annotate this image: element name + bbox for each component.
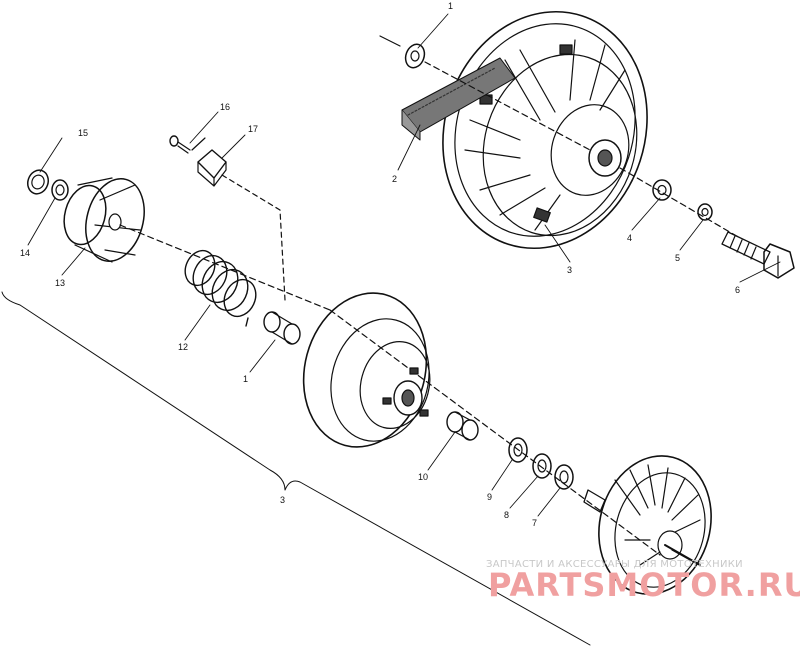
leader-lines xyxy=(27,13,781,517)
bushing-part-1 xyxy=(263,311,301,345)
callout-3: 3 xyxy=(567,265,572,275)
snap-ring-part-15 xyxy=(26,169,50,195)
assembly-bracket xyxy=(1,291,591,646)
axis-line-main xyxy=(329,309,661,556)
spring-part-12 xyxy=(184,249,257,327)
callout-1: 1 xyxy=(448,1,453,11)
washer-part-9 xyxy=(508,437,528,463)
callout-10: 10 xyxy=(418,472,428,482)
watermark-tagline: ЗАПЧАСТИ И АКСЕССУАРЫ ДЛЯ МОТОТЕХНИКИ xyxy=(486,559,743,570)
callout-16: 16 xyxy=(220,102,230,112)
watermark: ЗАПЧАСТИ И АКСЕССУАРЫ ДЛЯ МОТОТЕХНИКИ PA… xyxy=(486,559,800,604)
callout-1-lower: 1 xyxy=(243,374,248,384)
callout-13: 13 xyxy=(55,278,65,288)
button-part-17 xyxy=(197,149,227,187)
axis-line-bolt xyxy=(619,167,741,239)
washer-part-8 xyxy=(532,453,552,479)
washer-part-14 xyxy=(51,179,69,201)
callout-6: 6 xyxy=(735,285,740,295)
drive-belt-part-2 xyxy=(401,57,516,141)
callout-9: 9 xyxy=(487,492,492,502)
axis-line-left xyxy=(119,224,331,311)
callout-14: 14 xyxy=(20,248,30,258)
callout-8: 8 xyxy=(504,510,509,520)
washer-part-1 xyxy=(379,35,426,69)
lockwasher-part-5 xyxy=(697,203,713,221)
washer-part-4 xyxy=(652,179,672,201)
cam-part-13 xyxy=(63,177,145,263)
callout-2: 2 xyxy=(392,174,397,184)
callout-15: 15 xyxy=(78,128,88,138)
callout-5: 5 xyxy=(675,253,680,263)
callout-3-assembly: 3 xyxy=(280,495,285,505)
axis-line-button xyxy=(221,174,286,301)
moveable-sheave xyxy=(302,292,431,448)
washer-part-7 xyxy=(554,464,574,490)
callout-17: 17 xyxy=(248,124,258,134)
callout-7: 7 xyxy=(532,518,537,528)
bushing-part-10 xyxy=(446,411,479,441)
watermark-brand: PARTSMOTOR.RU xyxy=(488,566,800,604)
callout-12: 12 xyxy=(178,342,188,352)
sheave-outer-part-3 xyxy=(442,10,648,250)
fixed-sheave xyxy=(583,455,712,595)
callout-4: 4 xyxy=(627,233,632,243)
axis-line-top xyxy=(424,61,591,151)
bolt-part-6 xyxy=(721,231,795,279)
screw-part-16 xyxy=(169,135,206,154)
